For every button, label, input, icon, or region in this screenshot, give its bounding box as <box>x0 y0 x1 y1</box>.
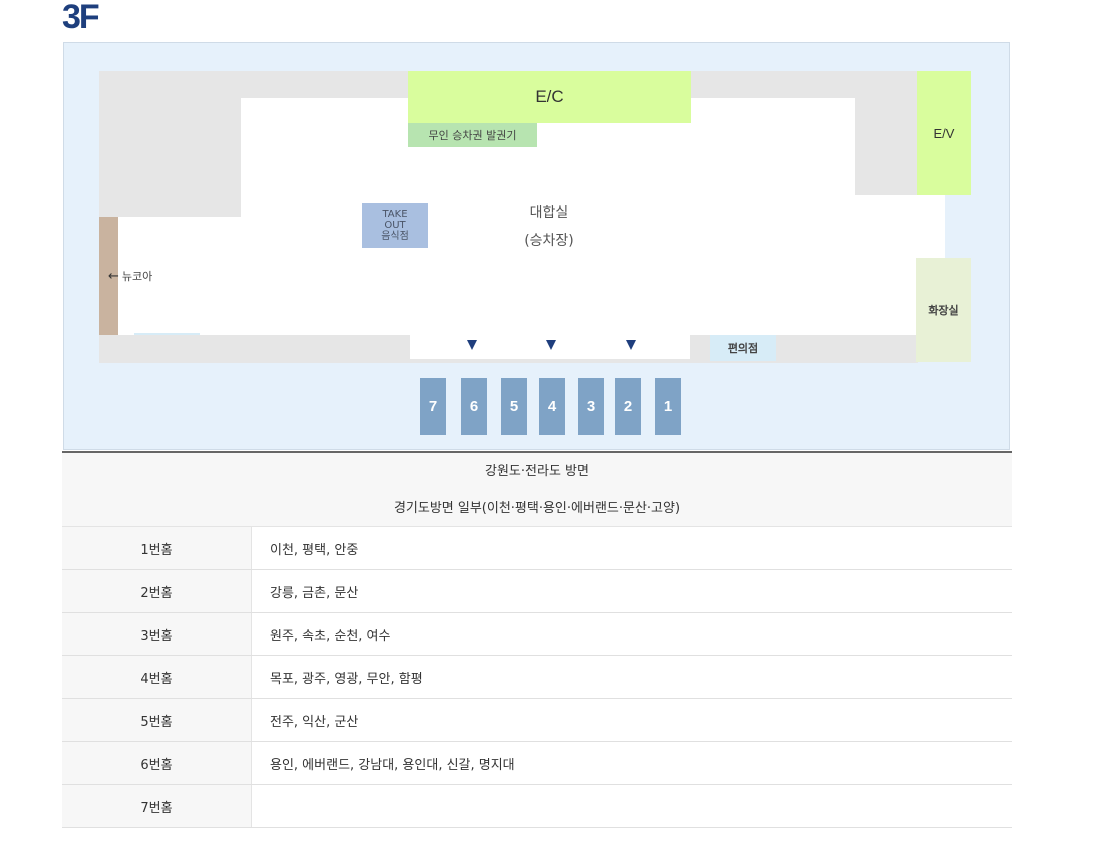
gate-3: 3 <box>578 378 604 435</box>
gate-4: 4 <box>539 378 565 435</box>
left-arrow-icon: ← <box>108 268 119 284</box>
gate-7: 7 <box>420 378 446 435</box>
takeout-line-3: 음식점 <box>381 231 409 242</box>
elevator: E/V <box>917 71 971 195</box>
waiting-hall-label: 대합실 (승차장) <box>494 197 604 257</box>
newcore-connector <box>99 217 118 335</box>
newcore-label: 뉴코아 <box>121 270 153 283</box>
ticket-kiosk: 무인 승차권 발권기 <box>408 123 537 147</box>
destination-table: 강원도·전라도 방면 경기도방면 일부(이천·평택·용인·에버랜드·문산·고양)… <box>62 451 1012 828</box>
table-row: 1번홈 이천, 평택, 안중 <box>62 527 1012 570</box>
platform-cell: 2번홈 <box>62 570 252 612</box>
takeout-line-1: TAKE <box>382 209 408 220</box>
hall-floor-lower <box>99 217 899 335</box>
cities-cell: 이천, 평택, 안중 <box>270 542 359 558</box>
cities-cell: 강릉, 금촌, 문산 <box>270 585 359 601</box>
destination-header: 강원도·전라도 방면 경기도방면 일부(이천·평택·용인·에버랜드·문산·고양) <box>62 453 1012 527</box>
floor-map: E/C 무인 승차권 발권기 E/V TAKE OUT 음식점 대합실 (승차장… <box>63 42 1010 450</box>
table-row: 6번홈 용인, 에버랜드, 강남대, 용인대, 신갈, 명지대 <box>62 742 1012 785</box>
platform-cell: 3번홈 <box>62 613 252 655</box>
header-line-2: 경기도방면 일부(이천·평택·용인·에버랜드·문산·고양) <box>393 501 681 516</box>
table-row: 7번홈 <box>62 785 1012 828</box>
platform-cell: 4번홈 <box>62 656 252 698</box>
gate-5: 5 <box>501 378 527 435</box>
table-row: 2번홈 강릉, 금촌, 문산 <box>62 570 1012 613</box>
escalator: E/C <box>408 71 691 123</box>
cities-cell: 원주, 속초, 순천, 여수 <box>270 628 391 644</box>
platform-cell: 5번홈 <box>62 699 252 741</box>
table-row: 4번홈 목포, 광주, 영광, 무안, 함평 <box>62 656 1012 699</box>
takeout-restaurant: TAKE OUT 음식점 <box>362 203 428 248</box>
platform-cell: 1번홈 <box>62 527 252 569</box>
gate-1: 1 <box>655 378 681 435</box>
cities-cell: 용인, 에버랜드, 강남대, 용인대, 신갈, 명지대 <box>270 757 515 773</box>
hall-subtitle: (승차장) <box>524 233 574 249</box>
table-row: 5번홈 전주, 익산, 군산 <box>62 699 1012 742</box>
down-arrow-icon <box>546 340 556 350</box>
cities-cell: 목포, 광주, 영광, 무안, 함평 <box>270 671 423 687</box>
restroom: 화장실 <box>916 258 971 362</box>
table-row: 3번홈 원주, 속초, 순천, 여수 <box>62 613 1012 656</box>
floor-label: 3F <box>62 0 100 36</box>
newcore-direction: ← 뉴코아 <box>108 268 152 284</box>
platform-cell: 7번홈 <box>62 785 252 827</box>
platform-cell: 6번홈 <box>62 742 252 784</box>
gate-2: 2 <box>615 378 641 435</box>
lower-left-strip <box>134 333 200 335</box>
hall-title: 대합실 <box>529 205 569 221</box>
cities-cell: 전주, 익산, 군산 <box>270 714 359 730</box>
header-line-1: 강원도·전라도 방면 <box>485 464 589 479</box>
cities-cell <box>252 785 1012 827</box>
convenience-store: 편의점 <box>710 335 776 361</box>
gate-6: 6 <box>461 378 487 435</box>
down-arrow-icon <box>467 340 477 350</box>
takeout-line-2: OUT <box>384 220 406 231</box>
down-arrow-icon <box>626 340 636 350</box>
